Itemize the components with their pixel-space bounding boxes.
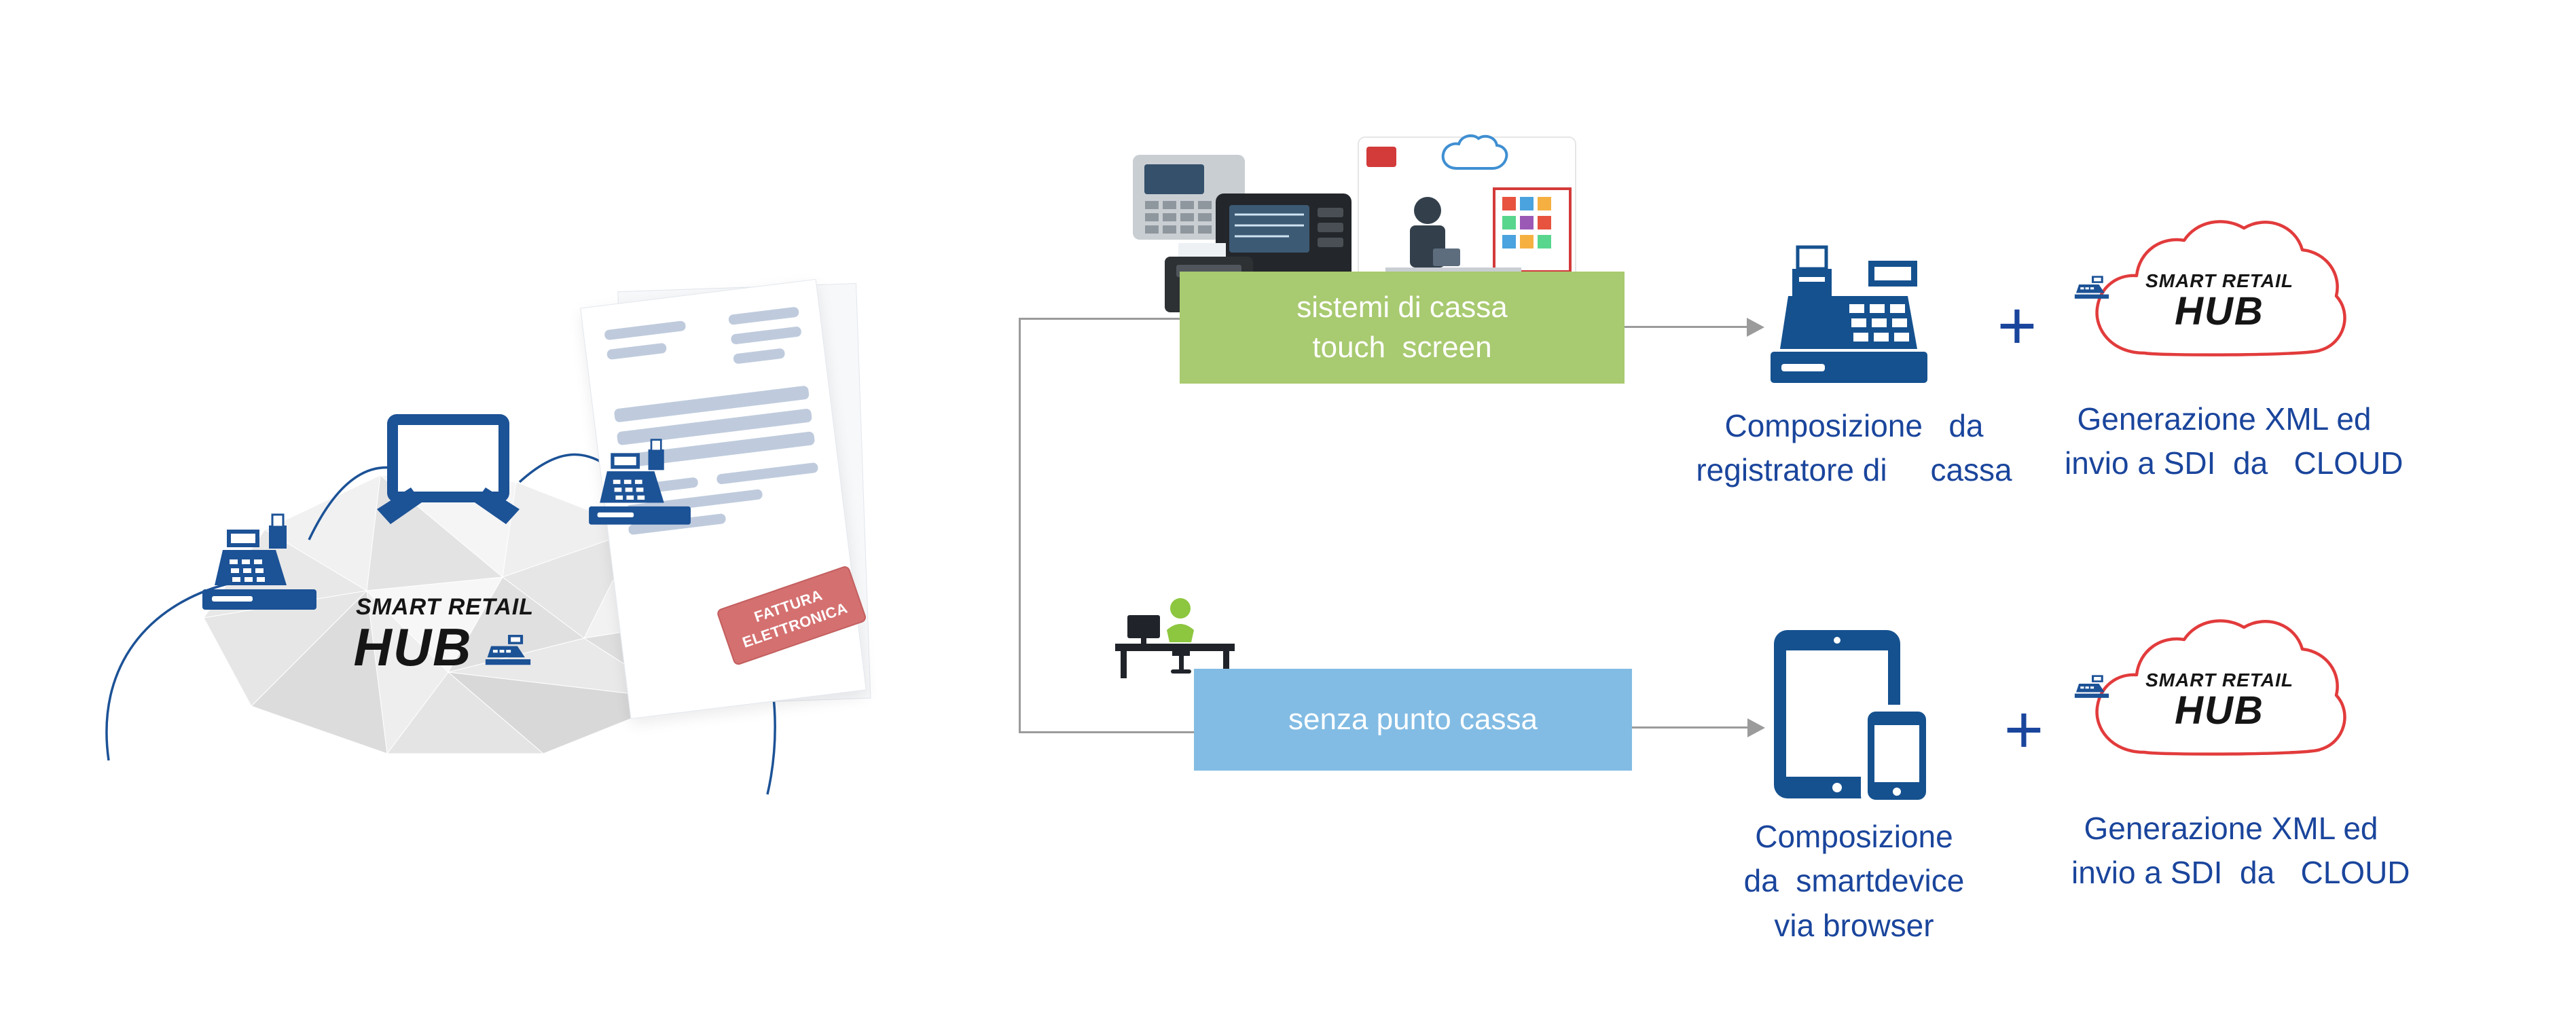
tablet-and-smartphone-icon — [1774, 630, 1933, 807]
systems-box-line2: touch screen — [1312, 330, 1492, 364]
connector-vertical-line — [1019, 318, 1021, 733]
invoice-line — [604, 320, 687, 341]
smart-retail-hub-logo: SMART RETAIL HUB — [309, 594, 581, 674]
no-pos-box: senza punto cassa — [1194, 669, 1632, 771]
smart-retail-hub-logo: SMART RETAIL HUB — [2070, 270, 2369, 331]
tablet-hands-icon — [377, 414, 520, 524]
connector-top-line — [1019, 318, 1182, 320]
connector-bottom-line — [1019, 731, 1197, 733]
operator-desk-icon — [1115, 598, 1235, 678]
cash-register-glyph-icon — [2074, 675, 2109, 698]
logo-text-smart-retail: SMART RETAIL — [356, 594, 534, 620]
top-cloud-caption: Generazione XML ed invio a SDI da CLOUD — [2065, 397, 2403, 486]
logo-text-smart-retail: SMART RETAIL — [2145, 669, 2293, 690]
bottom-result-caption-line2: da smartdevice — [1743, 863, 1965, 899]
cash-register-glyph-icon — [485, 635, 530, 665]
smart-retail-hub-logo: SMART RETAIL HUB — [2070, 669, 2369, 731]
plus-sign-top: + — [1997, 288, 2037, 364]
invoice-header — [604, 306, 805, 388]
systems-box: sistemi di cassa touch screen — [1180, 272, 1625, 384]
cloud-result-bottom: SMART RETAIL HUB — [2070, 610, 2369, 793]
cash-register-icon — [589, 439, 691, 525]
bottom-cloud-caption: Generazione XML ed invio a SDI da CLOUD — [2071, 807, 2410, 896]
cloud-result-top: SMART RETAIL HUB — [2070, 210, 2369, 394]
pos-terminals-image — [1133, 134, 1576, 313]
fattura-elettronica-stamp: FATTURA ELETTRONICA — [716, 564, 868, 667]
arrow-top-head-icon — [1747, 318, 1764, 337]
cloud-outline-icon — [2095, 220, 2346, 356]
no-pos-box-label: senza punto cassa — [1288, 702, 1538, 736]
cash-register-icon — [1771, 245, 1927, 383]
top-result-caption: Composizione da registratore di cassa — [1691, 404, 2017, 493]
top-result-caption-line1: Composizione da — [1724, 408, 1984, 443]
logo-text-hub: HUB — [353, 617, 473, 677]
invoice-line — [716, 462, 819, 485]
bottom-result-caption: Composizione da smartdevice via browser — [1705, 815, 2003, 948]
arrow-bottom-head-icon — [1747, 718, 1765, 737]
invoice-header-right — [728, 306, 805, 373]
logo-text-smart-retail: SMART RETAIL — [2145, 270, 2293, 291]
invoice-line — [733, 348, 786, 365]
top-cloud-caption-line2: invio a SDI da CLOUD — [2065, 445, 2403, 481]
bottom-result-caption-line3: via browser — [1774, 907, 1934, 943]
cash-register-icon — [202, 513, 316, 610]
arrow-bottom-line — [1632, 726, 1747, 729]
invoice-line — [728, 306, 800, 326]
invoice-line — [730, 326, 802, 345]
invoice-header-left — [604, 320, 692, 389]
bottom-cloud-caption-line1: Generazione XML ed — [2084, 811, 2378, 846]
systems-box-line1: sistemi di cassa — [1296, 291, 1508, 325]
logo-text-hub: HUB — [2175, 289, 2264, 333]
logo-text-hub: HUB — [2175, 688, 2264, 733]
plus-sign-bottom: + — [2003, 692, 2044, 768]
cloud-outline-icon — [2095, 619, 2346, 756]
bottom-cloud-caption-line2: invio a SDI da CLOUD — [2071, 855, 2410, 891]
cash-register-glyph-icon — [2074, 276, 2109, 299]
top-result-caption-line2: registratore di cassa — [1696, 452, 2012, 488]
top-cloud-caption-line1: Generazione XML ed — [2077, 401, 2372, 437]
bottom-result-caption-line1: Composizione — [1755, 819, 1953, 854]
invoice-line — [606, 342, 668, 361]
arrow-top-line — [1625, 326, 1747, 328]
